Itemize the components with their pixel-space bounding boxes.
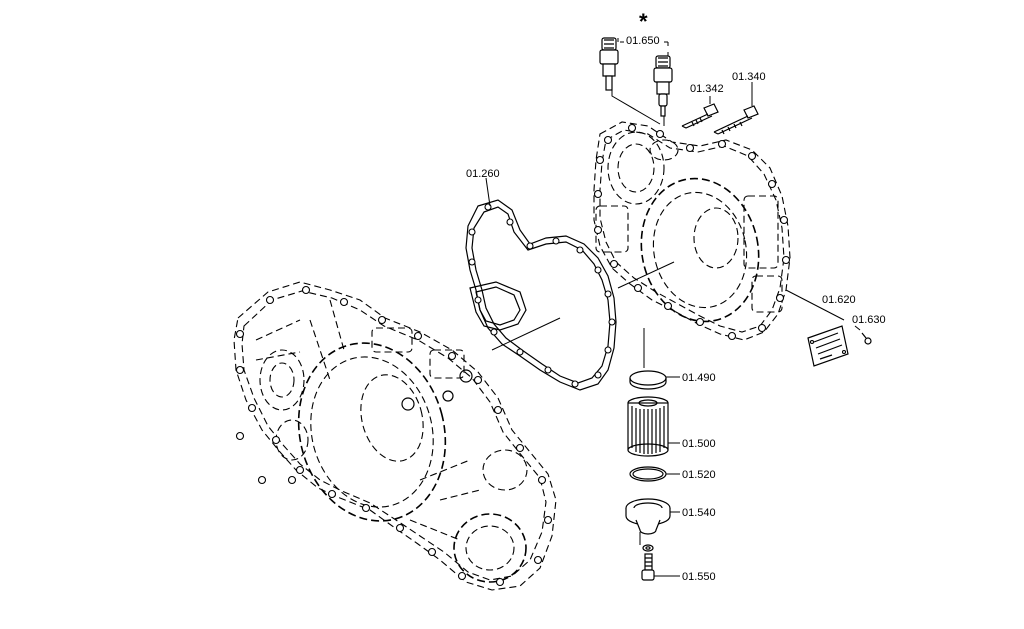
screw-washer-01550 — [641, 544, 655, 581]
label-01550: 01.550 — [682, 571, 716, 583]
sensor-right — [653, 55, 673, 117]
label-01342: 01.342 — [690, 83, 724, 95]
label-01630: 01.630 — [852, 314, 886, 326]
bolt-01340 — [713, 105, 759, 135]
label-01490: 01.490 — [682, 372, 716, 384]
label-01500: 01.500 — [682, 438, 716, 450]
label-01620: 01.620 — [822, 294, 856, 306]
leader-lines — [485, 38, 861, 577]
bolt-01342 — [681, 103, 719, 129]
seal-ring-01520 — [629, 466, 667, 482]
label-01520: 01.520 — [682, 469, 716, 481]
label-01260: 01.260 — [466, 168, 500, 180]
filter-cover-01540 — [625, 498, 671, 535]
label-01650: 01.650 — [626, 35, 660, 47]
rear-cover-housing — [593, 121, 791, 341]
screw-01630 — [861, 332, 872, 345]
nameplate-01620 — [807, 325, 849, 367]
label-01540: 01.540 — [682, 507, 716, 519]
label-01340: 01.340 — [732, 71, 766, 83]
gasket-01260 — [465, 199, 617, 391]
cover-01490 — [629, 370, 667, 390]
sensor-left — [599, 37, 619, 91]
part-labels: * 01.650 01.342 01.340 01.260 01.620 01.… — [466, 9, 886, 583]
filter-element-01500 — [627, 396, 669, 457]
sensors-01650 — [599, 37, 673, 117]
main-transmission-housing — [233, 281, 557, 591]
asterisk-marker: * — [639, 9, 648, 34]
